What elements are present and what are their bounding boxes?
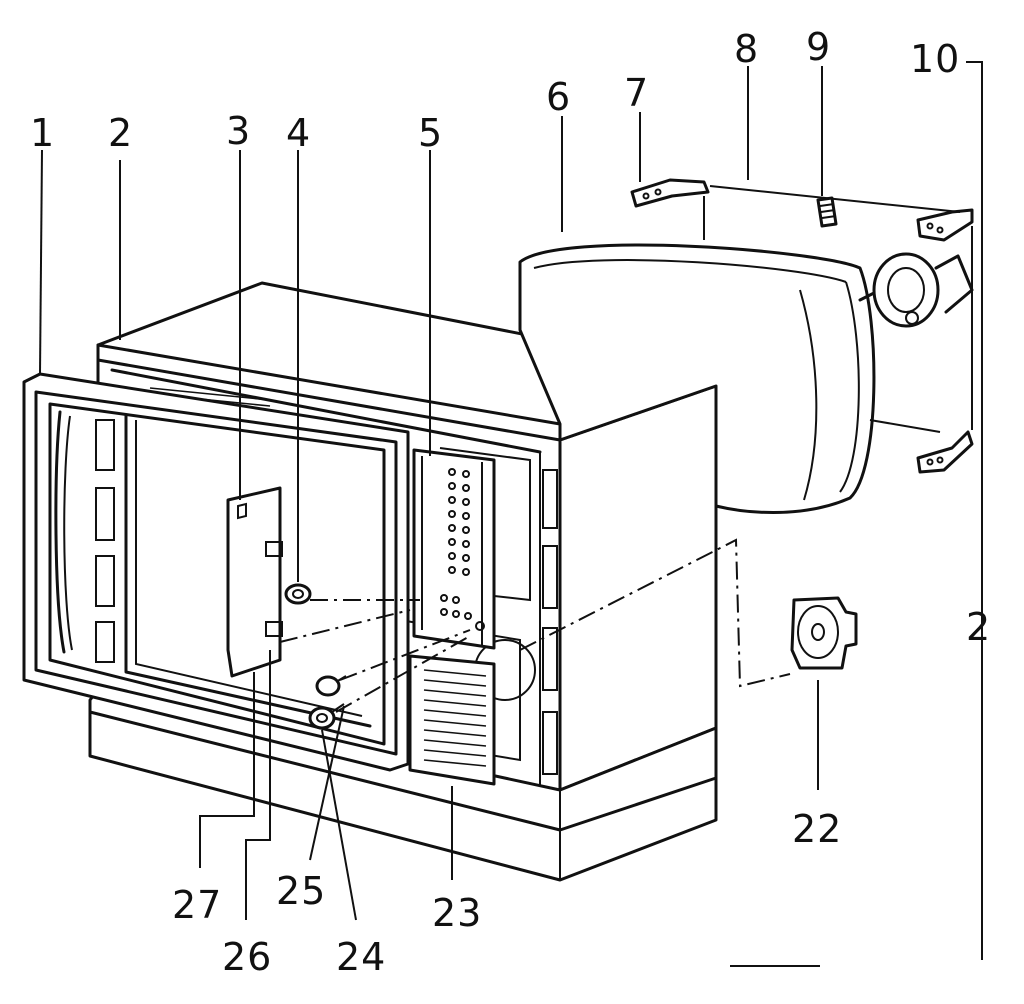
callout-2: 2 bbox=[108, 111, 133, 155]
callout-3: 3 bbox=[226, 109, 251, 153]
callout-22: 22 bbox=[792, 807, 842, 851]
callout-24: 24 bbox=[336, 935, 386, 979]
callout-4: 4 bbox=[286, 111, 311, 155]
grille-slats bbox=[423, 669, 487, 767]
callout-7: 7 bbox=[624, 71, 649, 115]
front-bezel bbox=[22, 372, 410, 772]
leader-lines bbox=[39, 61, 983, 967]
door-panel bbox=[226, 486, 283, 678]
control-buttons bbox=[440, 468, 485, 631]
knob-4 bbox=[284, 583, 312, 605]
speaker bbox=[790, 596, 858, 670]
callout-5: 5 bbox=[418, 111, 443, 155]
assembly-lines bbox=[279, 538, 791, 713]
callout-26: 26 bbox=[222, 935, 272, 979]
tube-brackets bbox=[630, 178, 974, 474]
callout-2-right: 2 bbox=[966, 605, 991, 649]
callout-9: 9 bbox=[806, 25, 831, 69]
callout-8: 8 bbox=[734, 27, 759, 71]
control-panel bbox=[412, 448, 496, 650]
callout-10: 10 bbox=[910, 37, 960, 81]
callout-23: 23 bbox=[432, 891, 482, 935]
callout-6: 6 bbox=[546, 75, 571, 119]
callout-labels: 1 2 3 4 5 6 7 8 9 10 2 22 23 24 25 26 27 bbox=[30, 25, 991, 979]
callout-25: 25 bbox=[276, 869, 326, 913]
knob-24-25 bbox=[308, 675, 347, 730]
picture-tube bbox=[518, 243, 974, 514]
speaker-grille bbox=[408, 654, 496, 786]
callout-27: 27 bbox=[172, 883, 222, 927]
callout-1: 1 bbox=[30, 111, 55, 155]
